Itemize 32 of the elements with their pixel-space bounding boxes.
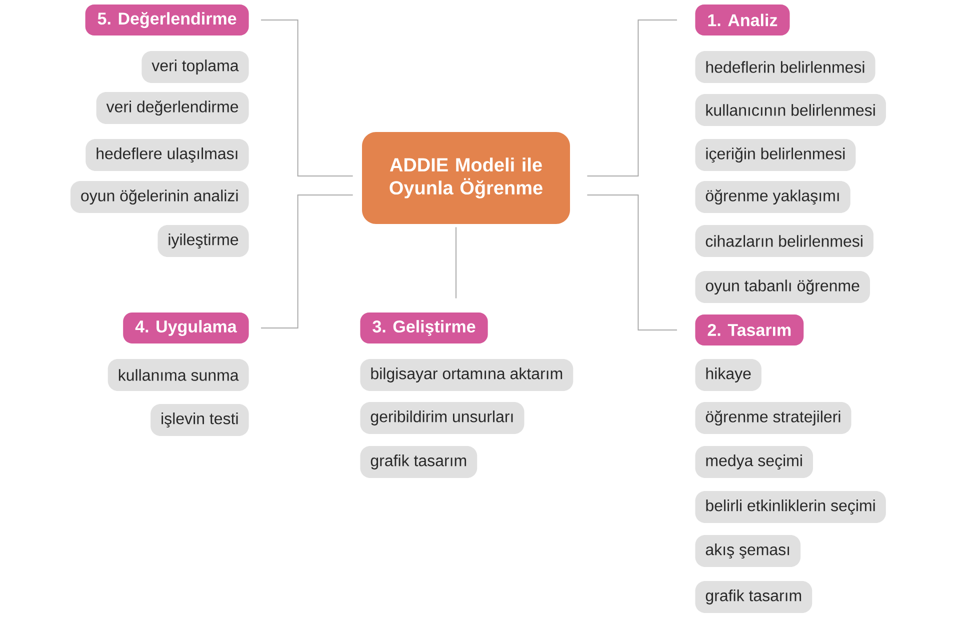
step-pill: cihazların belirlenmesi (695, 225, 874, 257)
step-pill: akış şeması (695, 535, 801, 567)
step-pill: öğrenme yaklaşımı (695, 181, 850, 213)
phase-heading: 1. Analiz (695, 4, 790, 36)
connector-line (260, 194, 354, 328)
step-pill: belirli etkinliklerin seçimi (695, 491, 886, 523)
step-pill: hedeflerin belirlenmesi (695, 51, 876, 83)
step-pill: veri toplama (142, 51, 249, 83)
phase-heading: 2. Tasarım (695, 314, 804, 346)
step-pill: bilgisayar ortamına aktarım (360, 359, 574, 391)
step-pill: işlevin testi (150, 404, 249, 436)
phase-heading: 3. Geliştirme (360, 312, 488, 344)
step-pill: oyun tabanlı öğrenme (695, 271, 870, 303)
step-pill: grafik tasarım (695, 581, 812, 613)
connector-line (260, 20, 354, 176)
step-pill: oyun öğelerinin analizi (70, 181, 249, 213)
phase-heading: 4. Uygulama (123, 312, 249, 344)
step-pill: veri değerlendirme (96, 92, 249, 124)
step-pill: grafik tasarım (360, 446, 478, 478)
topic-box: ADDIE Modeli ile Oyunla Öğrenme (362, 132, 570, 224)
step-pill: hedeflere ulaşılması (86, 139, 249, 171)
step-pill: öğrenme stratejileri (695, 402, 852, 434)
step-pill: kullanıcının belirlenmesi (695, 94, 886, 126)
connector-line (586, 20, 678, 176)
step-pill: içeriğin belirlenmesi (695, 139, 856, 171)
step-pill: geribildirim unsurları (360, 402, 524, 434)
step-pill: medya seçimi (695, 446, 813, 478)
step-pill: hikaye (695, 359, 762, 391)
step-pill: kullanıma sunma (108, 359, 249, 391)
phase-heading: 5. Değerlendirme (85, 4, 249, 36)
connector-line (586, 194, 678, 330)
step-pill: iyileştirme (158, 225, 249, 257)
